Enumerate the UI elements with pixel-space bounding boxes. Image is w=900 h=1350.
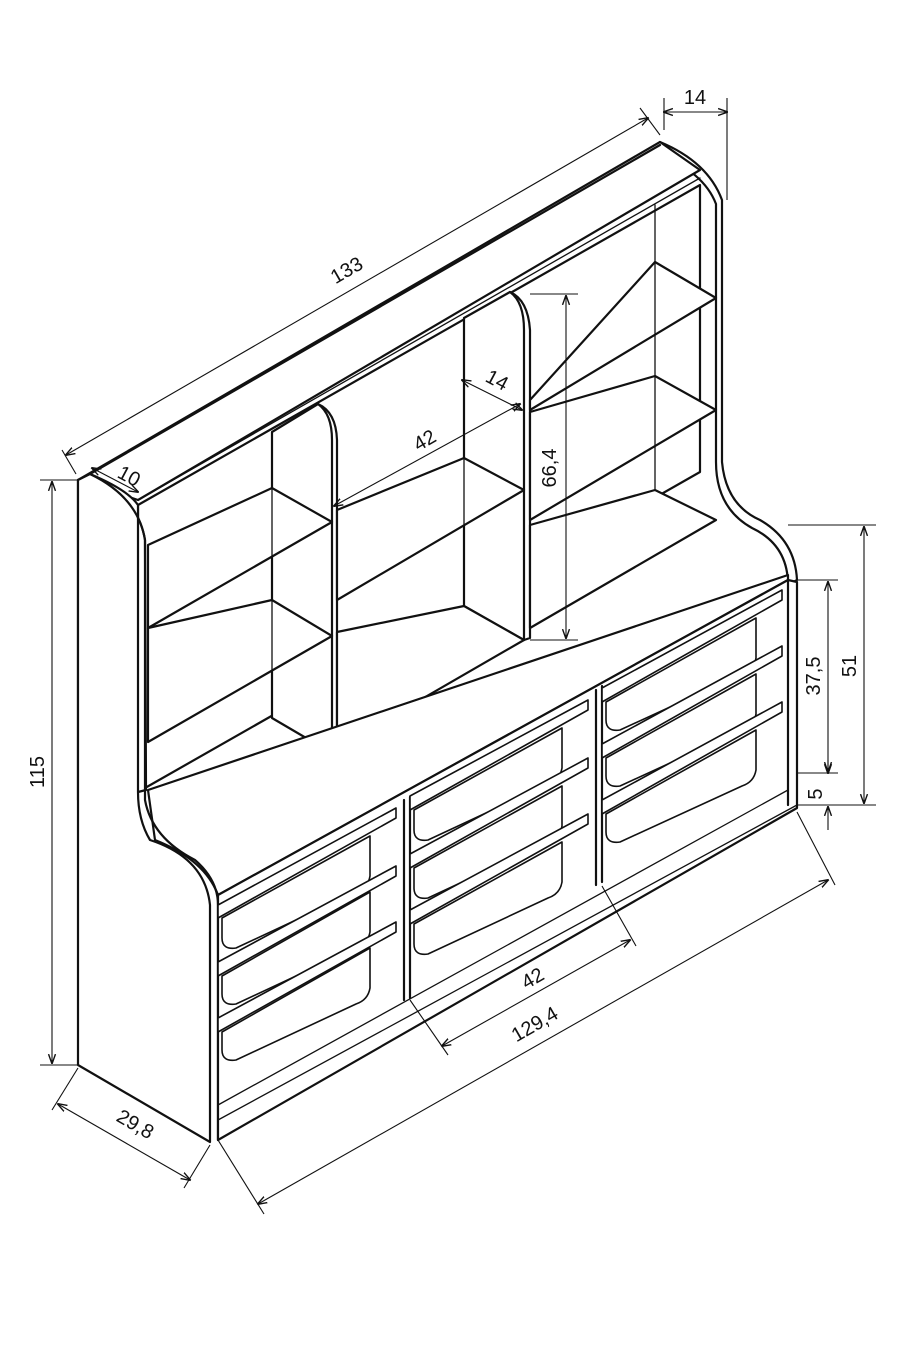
dim-lower-bay-width: 42 — [518, 964, 548, 994]
dim-line-side-thickness — [92, 468, 138, 492]
dim-plinth-height: 5 — [805, 788, 827, 799]
upper-left-shelf-1 — [146, 486, 334, 630]
middle-bin-1 — [409, 699, 589, 842]
dim-top-width: 133 — [327, 253, 367, 289]
dim-inner-width: 129,4 — [508, 1003, 562, 1047]
left-side-panel-front-edge — [88, 472, 220, 1142]
dim-line-base-depth — [58, 1104, 190, 1180]
dim-upper-height: 66,4 — [539, 449, 561, 488]
upper-left-shelf-2 — [146, 598, 334, 744]
dim-line-top-width — [66, 118, 648, 455]
dim-drawer-block: 37,5 — [803, 657, 825, 696]
dim-line-upper-bay-width — [334, 404, 520, 506]
dim-base-depth: 29,8 — [113, 1106, 158, 1145]
dim-total-height: 115 — [27, 756, 49, 788]
dim-top-depth: 14 — [684, 87, 706, 109]
dim-line-inner-width — [258, 880, 828, 1204]
upper-left-divider — [270, 402, 339, 754]
lower-right-divider — [594, 684, 604, 887]
right-bin-3 — [601, 701, 783, 844]
upper-right-shelf-3 — [528, 488, 718, 630]
dim-lower-height: 51 — [839, 655, 861, 677]
